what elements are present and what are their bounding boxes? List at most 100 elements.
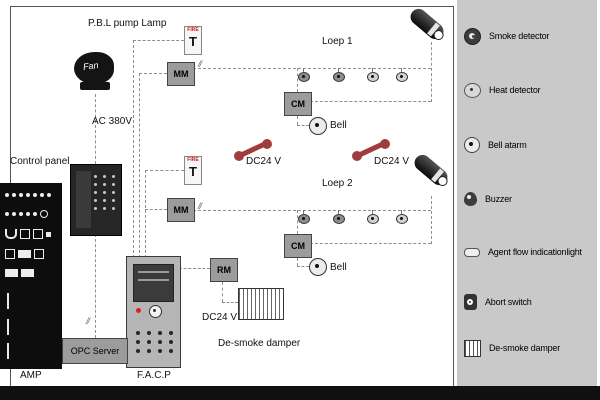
smoke-detector-icon (298, 68, 310, 82)
legend-item-de-smoke-damper: De-smoke damper (464, 339, 560, 357)
bell1-label: Bell (330, 120, 347, 131)
pbl-pump-lamp-label: P.B.L pump Lamp (88, 18, 167, 29)
wire (145, 209, 167, 210)
wire (139, 73, 140, 258)
mm-module-2: MM (167, 198, 195, 222)
wire (297, 68, 298, 92)
agent-flow-light-icon (464, 247, 480, 257)
wire-break-mark: // (198, 59, 202, 69)
wire (297, 125, 309, 126)
loop1-label: Loep 1 (322, 36, 353, 47)
wire (222, 302, 238, 303)
facp-keyswitch (149, 305, 162, 318)
opc-server-box: OPC Server (62, 338, 128, 364)
heat-detector-icon (367, 210, 379, 224)
wire (297, 258, 298, 266)
dc24v-label-2: DC24 V (374, 156, 410, 167)
cm-module-2: CM (284, 234, 312, 258)
legend-label: Abort switch (485, 297, 532, 307)
amp-control-row (5, 229, 51, 239)
smoke-detector-icon (464, 27, 481, 45)
bell-alarm-icon (464, 137, 480, 153)
wire (297, 116, 298, 125)
legend-label: Agent flow indicationlight (488, 247, 582, 257)
facp-display (133, 264, 174, 302)
amp-slot-mark (7, 343, 9, 359)
fire-phone-icon (232, 136, 274, 164)
heat-detector-icon (367, 68, 379, 82)
loop2-label: Loep 2 (322, 178, 353, 189)
ac380v-label: AC 380V (92, 116, 133, 127)
wire (222, 282, 223, 302)
dc24v-label-1: DC24 V (246, 156, 282, 167)
legend-label: Buzzer (485, 194, 512, 204)
heat-detector-icon (396, 210, 408, 224)
abort-switch-icon (464, 294, 477, 310)
legend-item-bell-alarm: Bell atarm (464, 136, 527, 154)
bell-alarm-icon (309, 258, 327, 276)
facp-panel (126, 256, 181, 368)
wire-loop1 (193, 68, 431, 69)
legend-item-smoke-detector: Smoke detector (464, 27, 549, 45)
fire-text: FIRE (187, 157, 199, 163)
fan-icon: Fan (72, 50, 118, 96)
amp-slot-mark (7, 319, 9, 335)
amp-led-row (5, 193, 51, 197)
facp-buttons (136, 331, 174, 353)
wire (133, 40, 134, 258)
legend-label: De-smoke damper (489, 343, 561, 353)
de-smoke-damper-box (238, 288, 284, 320)
amp-control-row (5, 249, 44, 259)
control-panel-box (70, 164, 122, 236)
de-smoke-damper-icon (464, 339, 481, 357)
wire (139, 73, 167, 74)
legend-label: Heat detector (489, 85, 541, 95)
control-panel-led-grid (94, 175, 115, 210)
amp-panel (0, 183, 62, 369)
fire-t-glyph: T (189, 34, 197, 49)
legend-label: Smoke detector (489, 31, 550, 41)
rm-module: RM (210, 258, 238, 282)
heat-detector-icon (464, 82, 481, 98)
heat-detector-icon (396, 68, 408, 82)
fan-base (80, 82, 110, 90)
bell-alarm-icon (309, 117, 327, 135)
wire (145, 170, 184, 171)
smoke-detector-icon (298, 210, 310, 224)
wire (297, 210, 298, 234)
amp-control-row (5, 269, 34, 277)
wire (95, 94, 96, 164)
wire (145, 170, 146, 258)
wire-break-mark: // (198, 201, 202, 211)
wire (310, 101, 431, 102)
buzzer-icon (464, 192, 477, 206)
smoke-detector-icon (333, 210, 345, 224)
wire-loop2 (193, 210, 431, 211)
cm-module-1: CM (284, 92, 312, 116)
wire (179, 268, 210, 269)
dc24v-label-3: DC24 V (202, 312, 238, 323)
fire-phone-icon (350, 136, 392, 164)
amp-label: AMP (20, 370, 42, 381)
wire (133, 40, 184, 41)
facp-label: F.A.C.P (137, 370, 171, 381)
fire-pull-station-icon: FIRE T (184, 156, 202, 185)
mm-module-1: MM (167, 62, 195, 86)
smoke-detector-icon (333, 68, 345, 82)
wire (95, 234, 96, 338)
legend-item-heat-detector: Heat detector (464, 81, 541, 99)
fire-pull-station-icon: FIRE T (184, 26, 202, 55)
legend-item-abort-switch: Abort switch (464, 293, 532, 311)
bell2-label: Bell (330, 262, 347, 273)
fire-t-glyph: T (189, 164, 197, 179)
legend-item-agent-flow-light: Agent flow indicationlight (464, 243, 582, 261)
wire (431, 196, 432, 244)
wire (310, 243, 431, 244)
wire (297, 266, 309, 267)
legend-label: Bell atarm (488, 140, 527, 150)
legend-panel: Smoke detector Heat detector Bell atarm … (457, 0, 597, 386)
facp-red-led (136, 308, 141, 313)
wire-break-mark: // (86, 316, 90, 326)
amp-slot-mark (7, 293, 9, 309)
